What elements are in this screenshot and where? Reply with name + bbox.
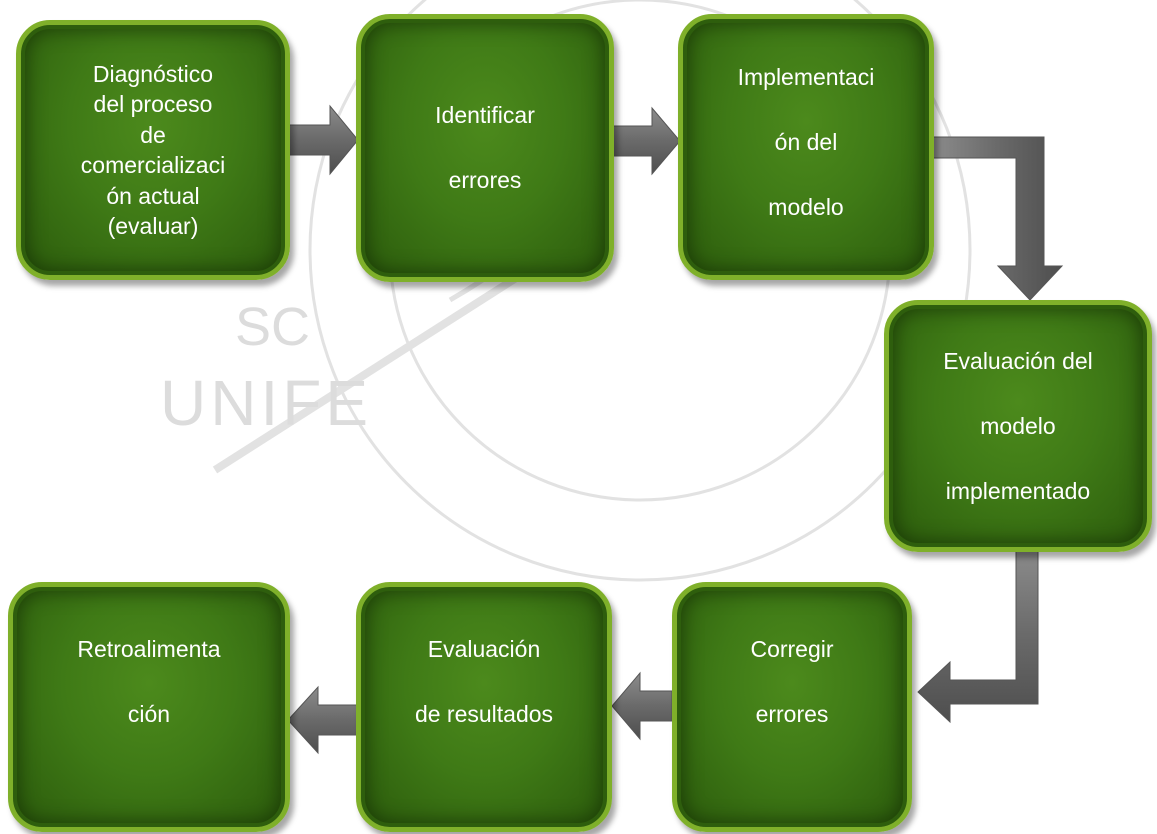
arrow-identificar-implementacion: [611, 106, 681, 176]
arrow-evaluacion-modelo-corregir: [917, 547, 1039, 724]
node-identificar-line: Identificar: [435, 102, 535, 128]
node-corregir-line: Corregir: [750, 636, 834, 662]
node-diagnostico-line: de: [140, 121, 166, 148]
node-identificar: Identificar errores: [356, 14, 614, 282]
node-retroalimentacion: Retroalimenta ción: [8, 582, 290, 832]
node-implementacion: Implementaci ón del modelo: [678, 14, 934, 280]
connectors: [287, 104, 1064, 755]
watermark-pen: [212, 246, 563, 474]
watermark-text-sc: SC: [235, 297, 310, 357]
node-retroalimentacion-line: Retroalimenta: [77, 636, 221, 662]
node-identificar-line: errores: [448, 167, 522, 193]
node-diagnostico-line: Diagnóstico: [92, 60, 214, 87]
watermark-ring-outer: [308, 0, 972, 582]
arrow-evaluacion-resultados-retroalimentacion: [287, 685, 359, 755]
node-evaluacion-resultados: Evaluación de resultados: [356, 582, 612, 832]
node-retroalimentacion-line: ción: [127, 701, 171, 727]
node-diagnostico-line: comercializaci: [80, 152, 226, 178]
node-diagnostico-line: del proceso: [93, 91, 213, 117]
node-diagnostico-line: ón actual: [106, 182, 200, 209]
arrow-diagnostico-identificar: [287, 104, 359, 176]
arrow-corregir-evaluacion-resultados: [611, 671, 673, 741]
node-implementacion-line: Implementaci: [737, 64, 875, 90]
node-diagnostico: Diagnóstico del proceso de comercializac…: [16, 20, 290, 280]
arrow-implementacion-evaluacion-modelo: [931, 136, 1064, 301]
watermark-text-unife: UNIFE: [160, 367, 372, 439]
node-evaluacion-modelo-line: Evaluación del: [943, 347, 1093, 374]
node-corregir-line: errores: [755, 701, 829, 727]
node-evaluacion-resultados-line: de resultados: [414, 701, 554, 727]
node-evaluacion-modelo-line: modelo: [980, 412, 1056, 439]
node-evaluacion-resultados-line: Evaluación: [427, 636, 541, 662]
node-implementacion-line: modelo: [768, 194, 844, 220]
node-diagnostico-line: (evaluar): [107, 213, 199, 239]
node-evaluacion-modelo-line: implementado: [945, 477, 1091, 504]
node-implementacion-line: ón del: [774, 129, 838, 155]
node-corregir: Corregir errores: [672, 582, 912, 832]
node-evaluacion-modelo: Evaluación del modelo implementado: [884, 300, 1152, 552]
